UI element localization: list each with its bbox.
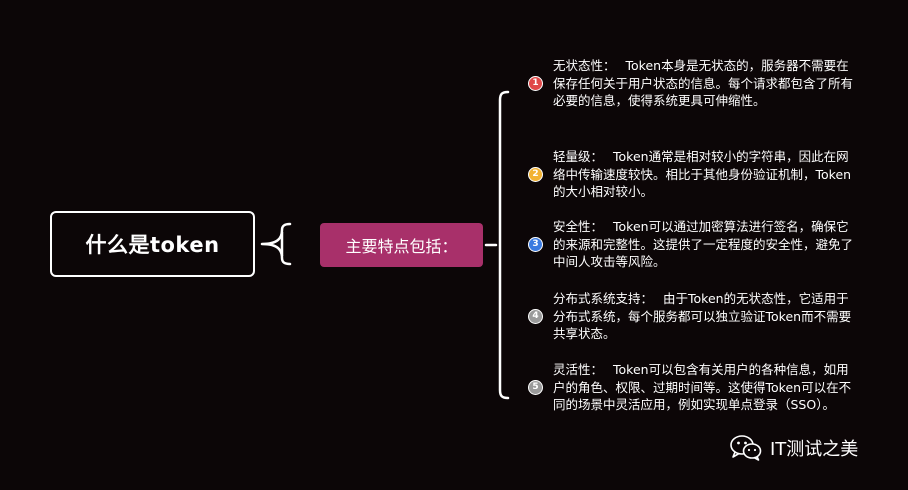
root-brace: [260, 222, 292, 266]
number-1-icon: 1: [528, 75, 543, 91]
hub-label: 主要特点包括：: [345, 237, 458, 256]
feature-text-5: 灵活性：Token可以包含有关用户的各种信息，如用户的角色、权限、过期时间等。这…: [553, 361, 853, 414]
feature-head-2: 轻量级：: [553, 149, 604, 164]
root-label: 什么是token: [85, 233, 220, 257]
number-2-icon: 2: [528, 166, 543, 182]
number-5-icon: 5: [528, 379, 543, 395]
number-3-icon: 3: [528, 236, 543, 252]
feature-head-3: 安全性：: [553, 219, 604, 234]
feature-body-4: 由于Token的无状态性，它适用于分布式系统，每个服务都可以独立验证Token而…: [553, 291, 852, 341]
watermark: IT测试之美: [730, 433, 858, 463]
feature-body-3: Token可以通过加密算法进行签名，确保它的来源和完整性。这提供了一定程度的安全…: [553, 219, 854, 269]
feature-item-1: 1 无状态性：Token本身是无状态的，服务器不需要在保存任何关于用户状态的信息…: [528, 57, 858, 110]
feature-item-5: 5 灵活性：Token可以包含有关用户的各种信息，如用户的角色、权限、过期时间等…: [528, 361, 858, 414]
feature-item-2: 2 轻量级：Token通常是相对较小的字符串，因此在网络中传输速度较快。相比于其…: [528, 148, 858, 201]
feature-text-1: 无状态性：Token本身是无状态的，服务器不需要在保存任何关于用户状态的信息。每…: [553, 57, 853, 110]
feature-head-4: 分布式系统支持：: [553, 291, 654, 306]
feature-item-4: 4 分布式系统支持：由于Token的无状态性，它适用于分布式系统，每个服务都可以…: [528, 290, 858, 343]
feature-body-1: Token本身是无状态的，服务器不需要在保存任何关于用户状态的信息。每个请求都包…: [553, 58, 854, 108]
hub-node: 主要特点包括：: [320, 223, 483, 267]
feature-text-3: 安全性：Token可以通过加密算法进行签名，确保它的来源和完整性。这提供了一定程…: [553, 218, 853, 271]
feature-body-2: Token通常是相对较小的字符串，因此在网络中传输速度较快。相比于其他身份验证机…: [553, 149, 852, 199]
feature-item-3: 3 安全性：Token可以通过加密算法进行签名，确保它的来源和完整性。这提供了一…: [528, 218, 858, 271]
feature-head-5: 灵活性：: [553, 362, 604, 377]
watermark-text: IT测试之美: [770, 439, 859, 460]
feature-text-2: 轻量级：Token通常是相对较小的字符串，因此在网络中传输速度较快。相比于其他身…: [553, 148, 853, 201]
root-node: 什么是token: [50, 211, 255, 277]
hub-bracket: [484, 90, 510, 400]
feature-body-5: Token可以包含有关用户的各种信息，如用户的角色、权限、过期时间等。这使得To…: [553, 362, 852, 412]
feature-text-4: 分布式系统支持：由于Token的无状态性，它适用于分布式系统，每个服务都可以独立…: [553, 290, 853, 343]
number-4-icon: 4: [528, 308, 543, 324]
feature-head-1: 无状态性：: [553, 58, 616, 73]
wechat-icon: [730, 435, 762, 461]
